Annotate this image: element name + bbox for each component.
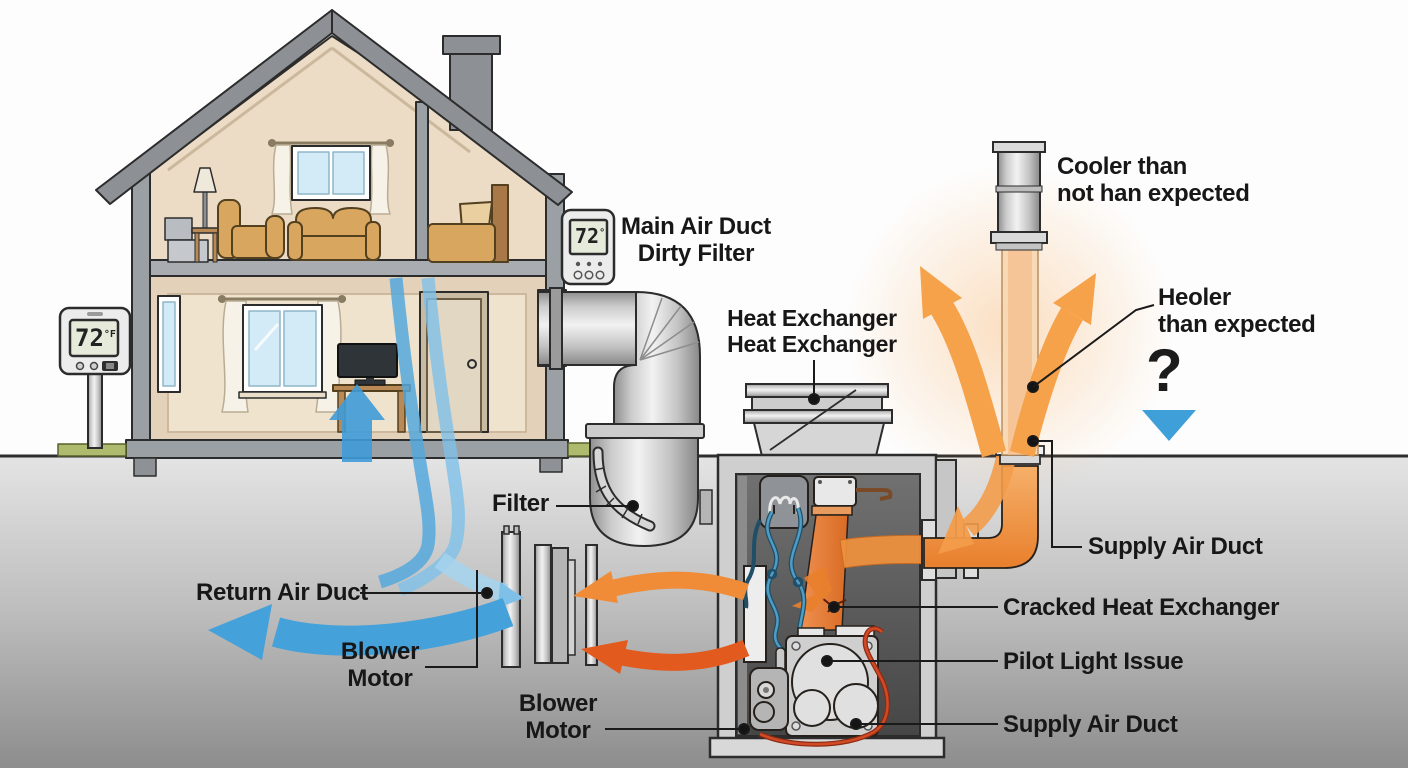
temperature-value: 72 [75, 324, 104, 352]
blower-motor-label-lower: Blower Motor [512, 690, 604, 744]
gas-valve [813, 476, 893, 507]
cracked-heat-exchanger-label: Cracked Heat Exchanger [1003, 594, 1280, 621]
furnace [708, 453, 993, 759]
cool-air-arrows [208, 277, 524, 660]
label-line: Cooler than [1057, 153, 1188, 180]
outdoor-thermostat [58, 306, 132, 449]
supply-air-duct-label-bottom: Supply Air Duct [1003, 711, 1178, 738]
warm-air-to-blower [573, 571, 750, 674]
filter-label: Filter [492, 490, 549, 517]
house [57, 9, 591, 477]
temperature-unit: ° [599, 227, 606, 239]
indoor-thermostat-reading: 72° [575, 224, 605, 248]
outdoor-thermostat-reading: 72°F [75, 324, 116, 352]
warm-air-arrows [920, 266, 1096, 458]
temperature-unit: °F [103, 329, 116, 340]
roof [95, 9, 573, 206]
label-line: Heoler [1158, 284, 1231, 311]
pilot-light-assembly [749, 647, 789, 731]
pointer-triangle-icon [1142, 410, 1196, 441]
armchair [217, 199, 285, 259]
indoor-thermostat [560, 208, 616, 286]
label-line: not han expected [1057, 180, 1250, 208]
heat-exchanger-collar [743, 383, 893, 457]
label-line: Heat Exchanger [727, 330, 897, 357]
label-line: Main Air Duct [621, 213, 771, 240]
blower-motor-assembly [501, 525, 598, 668]
grass [567, 442, 591, 457]
return-duct [537, 287, 713, 548]
supply-air-duct-label-right: Supply Air Duct [1088, 533, 1263, 560]
airflow-arrow-icon [792, 566, 832, 612]
supply-duct [923, 445, 1045, 569]
label-line: Dirty Filter [637, 240, 755, 268]
hotter-than-expected-label: Heoler than expected [1158, 284, 1316, 339]
label-line: Motor [525, 717, 591, 745]
callouts [360, 304, 1155, 735]
downstairs-window [218, 295, 346, 413]
bed [427, 184, 509, 263]
pilot-light-issue-label: Pilot Light Issue [1003, 648, 1184, 675]
label-line: Motor [347, 665, 413, 693]
upstairs-window [268, 139, 394, 215]
main-air-duct-label: Main Air Duct Dirty Filter [618, 213, 774, 267]
label-line: Heat Exchanger [727, 305, 897, 331]
loveseat [287, 207, 381, 261]
red-wiring [758, 626, 891, 747]
return-air-duct-label: Return Air Duct [196, 579, 368, 606]
blue-wiring [743, 507, 807, 659]
label-line: Blower [340, 638, 420, 665]
heat-exchanger-label: Heat Exchanger Heat Exchanger [722, 305, 902, 357]
label-line: Blower [518, 690, 598, 717]
temperature-value: 72 [575, 224, 600, 248]
lamp [164, 167, 221, 263]
blower-motor-label-upper: Blower Motor [336, 638, 424, 692]
question-mark: ? [1146, 337, 1183, 404]
cooler-than-expected-label: Cooler than not han expected [1057, 153, 1250, 207]
label-line: than expected [1158, 311, 1316, 339]
